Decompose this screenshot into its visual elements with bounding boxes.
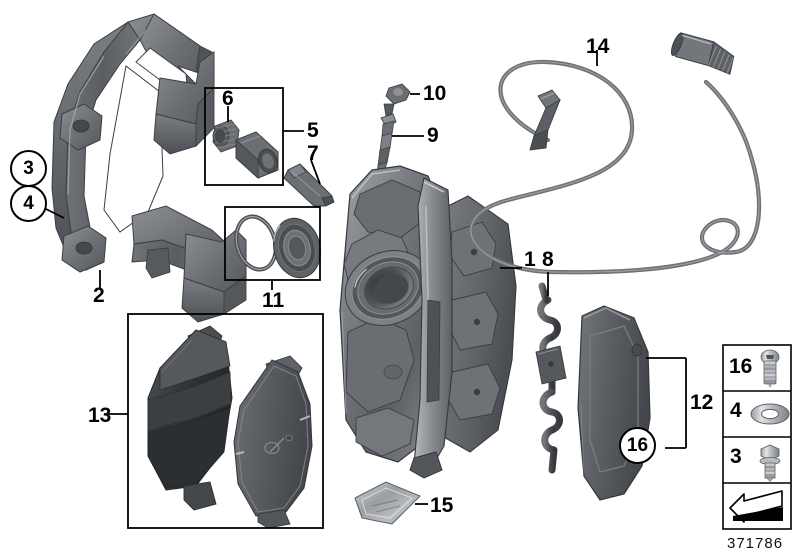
callout-8: 8 [542,248,554,271]
caliper-piston-bore [344,250,432,326]
callout-2: 2 [93,284,105,307]
legend-label-4: 4 [730,399,742,422]
callout-16-circled: 16 [619,427,656,464]
part-anti-squeal-paste-pack [354,481,421,525]
legend-label-16: 16 [729,355,753,378]
part-bleeder-cap [383,83,411,117]
direction-arrow-icon [729,490,783,523]
callout-12: 12 [690,391,714,414]
part-brake-pad-set [147,325,313,529]
torx-pan-head-screw-icon [760,349,780,388]
flat-washer-icon [750,403,790,425]
callout-5: 5 [307,119,319,142]
part-guide-pin [283,163,335,207]
legend-label-3: 3 [730,445,742,468]
part-pad-retaining-spring-plate [535,345,567,385]
diagram-part-number: 371786 [727,535,784,552]
callout-9: 9 [427,124,439,147]
callout-14: 14 [586,35,610,58]
part-bleeder-valve [376,113,397,177]
brake-pad-inner [233,355,313,529]
callout-13: 13 [88,404,112,427]
callout-4-circled: 4 [10,185,47,222]
callout-6: 6 [222,87,234,110]
callout-1: 1 [524,248,536,271]
part-brake-caliper-housing [339,165,517,479]
box-11 [224,206,321,281]
callout-3-circled: 3 [10,150,47,187]
brake-pad-outer [147,325,233,511]
callout-11: 11 [262,289,285,312]
part-guide-bush-assembly [212,119,279,180]
hex-flange-bolt-icon [759,444,781,482]
box-13 [127,313,324,529]
part-brake-pad-wear-sensor [468,32,762,275]
callout-7: 7 [307,142,319,165]
part-caliper-carrier-bracket [51,13,247,323]
part-guide-bush-sleeve [235,131,279,180]
callout-15: 15 [430,494,454,517]
box-6 [204,87,284,186]
callout-10: 10 [423,82,447,105]
